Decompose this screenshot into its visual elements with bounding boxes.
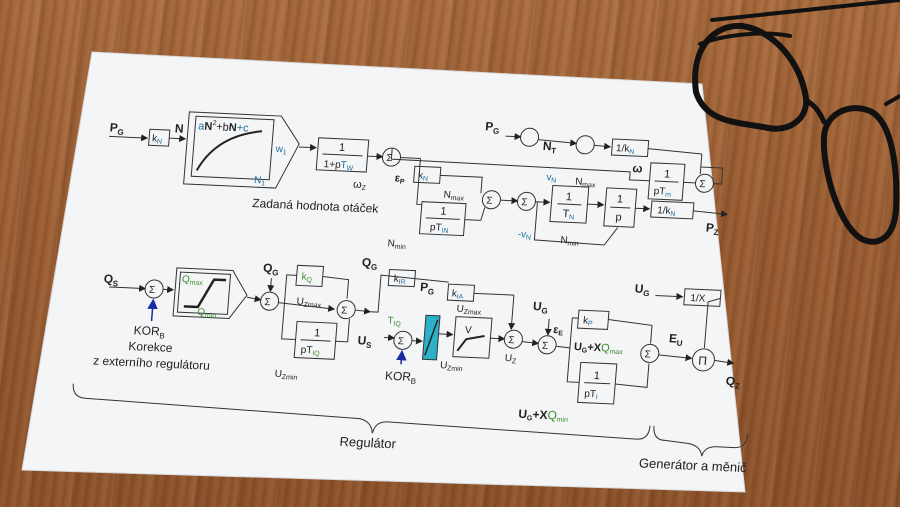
- p-num: 1: [616, 193, 623, 205]
- neg-vn: -vN: [517, 229, 531, 242]
- qg-2: QG: [361, 255, 378, 272]
- sum-qg: Σ: [264, 297, 271, 308]
- pi-block: Π: [698, 354, 708, 368]
- sum-qs: Σ: [149, 285, 156, 296]
- bottom-labels: QS Σ Qmax Qmin KORB Korekce z externího …: [93, 255, 748, 475]
- kir: kIR: [393, 274, 406, 287]
- v-label: V: [464, 325, 472, 336]
- inv-x: 1/X: [690, 293, 706, 305]
- label-pg: PG: [109, 120, 124, 137]
- nt: NT: [542, 139, 557, 156]
- sum-3: Σ: [521, 197, 528, 208]
- label-n: N: [174, 121, 184, 135]
- top-section: [109, 111, 729, 246]
- ug-right: UG: [634, 282, 650, 299]
- kor-b: KORB: [133, 323, 166, 340]
- top-labels: PG kN N aN2+bN+c w1 N1 1 1+pTW Σ ωZ εP Z…: [109, 119, 719, 251]
- qg-1: QG: [262, 261, 279, 278]
- ugx-min: UG+XQmin: [518, 407, 569, 424]
- omega: ω: [632, 161, 643, 175]
- nmax-1: Nmax: [443, 190, 465, 203]
- pz-output: PZ: [705, 221, 719, 238]
- label-regulator: Regulátor: [339, 434, 397, 452]
- p-den: p: [615, 211, 622, 223]
- eps-e: εE: [553, 324, 564, 337]
- ptin-num: 1: [440, 206, 447, 218]
- qz-output: QZ: [725, 374, 741, 391]
- uz: UZ: [504, 353, 517, 366]
- sum-uz: Σ: [341, 305, 348, 316]
- eu: EU: [668, 331, 683, 348]
- sum-4: Σ: [699, 179, 706, 190]
- omega-z: ωZ: [353, 179, 368, 193]
- uzmin-1: UZmin: [274, 369, 298, 382]
- qmin: Qmin: [197, 307, 217, 320]
- block-diagram: PG kN N aN2+bN+c w1 N1 1 1+pTW Σ ωZ εP Z…: [72, 111, 749, 475]
- piq-den: pTIQ: [300, 345, 321, 358]
- pg-2: PG: [485, 119, 500, 136]
- ugx-max: UG+XQmax: [573, 341, 623, 356]
- inv-kn-2: 1/kN: [657, 205, 676, 218]
- poly-formula: aN2+bN+c: [198, 119, 250, 134]
- nmin-2: Nmin: [560, 235, 580, 248]
- sum-out: Σ: [644, 349, 651, 360]
- pti-num: 1: [593, 370, 600, 382]
- kp: kP: [583, 315, 594, 327]
- tn-den: TN: [562, 208, 575, 222]
- label-generator: Generátor a měnič: [638, 455, 747, 475]
- lag-num: 1: [339, 142, 346, 154]
- z-externiho: z externího regulátoru: [93, 354, 211, 373]
- tiq: TIQ: [387, 316, 402, 329]
- tn-num: 1: [565, 191, 572, 203]
- sum-e: Σ: [542, 341, 549, 352]
- paper-sheet: [21, 51, 746, 493]
- piq-num: 1: [314, 327, 321, 339]
- sum-v: Σ: [508, 335, 515, 346]
- ptin-den: pTIN: [429, 222, 449, 235]
- qs-input: QS: [103, 272, 120, 289]
- sum-1: Σ: [386, 153, 393, 164]
- us-input: US: [357, 333, 373, 350]
- lag-den: 1+pTW: [323, 159, 354, 172]
- kia: kIA: [451, 288, 464, 301]
- pg-bottom: PG: [420, 280, 435, 297]
- poly-n1: N1: [254, 175, 266, 187]
- qmax: Qmax: [181, 274, 203, 287]
- sum-us: Σ: [397, 336, 404, 347]
- ptm-num: 1: [664, 168, 671, 180]
- inv-kn: 1/kN: [615, 143, 634, 156]
- eyeglasses: [692, 0, 900, 245]
- caption-otacek: Zadaná hodnota otáček: [252, 196, 380, 216]
- poly-w1: w1: [274, 144, 287, 157]
- pti-den: pTI: [584, 389, 599, 402]
- uzmax-2: UZmax: [456, 304, 482, 317]
- nmin-1: Nmin: [387, 238, 407, 251]
- eps-p: εP: [394, 172, 405, 185]
- ptm-den: pTm: [653, 186, 672, 199]
- nmax-2: Nmax: [575, 176, 597, 189]
- uzmax-1: UZmax: [296, 296, 322, 309]
- korekce: Korekce: [128, 339, 173, 355]
- kn-2: kN: [418, 170, 429, 182]
- gain-kn: kN: [152, 133, 163, 145]
- ug-1: UG: [532, 299, 548, 316]
- kq: kQ: [301, 272, 313, 284]
- kor-b-2: KORB: [384, 369, 417, 386]
- bottom-section: [72, 264, 749, 457]
- uzmin-2: UZmin: [440, 360, 464, 373]
- sum-2: Σ: [486, 196, 493, 207]
- vn: vN: [546, 172, 557, 184]
